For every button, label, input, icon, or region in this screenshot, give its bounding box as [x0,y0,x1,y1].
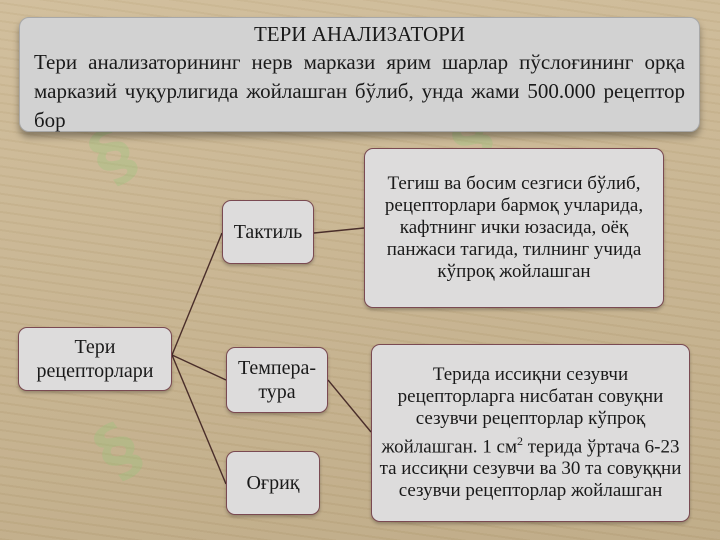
header-panel: ТЕРИ АНАЛИЗАТОРИ Тери анализаторининг не… [19,17,700,132]
tactile-description: Тегиш ва босим сезгиси бўлиб, рецепторла… [364,148,664,308]
root-node: Тери рецепторлари [18,327,172,391]
tactile-description-text: Тегиш ва босим сезгиси бўлиб, рецепторла… [384,173,644,282]
connector-temperature-desc [327,379,372,433]
header-title: ТЕРИ АНАЛИЗАТОРИ [253,22,466,46]
branch-temperature-label-line1: Темпера- [237,357,317,379]
header-text: Тери анализаторининг нерв маркази ярим ш… [34,50,685,132]
temperature-description-part2: терида ўртача 6-23 та иссиқни сезувчи ва… [379,436,682,502]
branch-temperature: Темпера- тура [226,347,328,413]
branch-pain-label: Оғриқ [246,472,300,494]
root-node-label-line1: Тери [74,336,116,358]
branch-tactile-label: Тактиль [233,221,303,243]
temperature-description-part1: Терида иссиқни сезувчи рецепторларга нис… [381,363,664,458]
temperature-description: Терида иссиқни сезувчи рецепторларга нис… [371,344,690,522]
temperature-description-sup: 2 [516,433,523,448]
connector-tactile-desc [313,227,365,234]
connector-root-pain [171,354,227,485]
connector-root-temperature [171,354,227,381]
connector-root-tactile [171,232,223,356]
branch-temperature-label-line2: тура [258,381,296,403]
temperature-description-text: Терида иссиқни сезувчи рецепторларга нис… [378,364,683,502]
branch-pain: Оғриқ [226,451,320,515]
branch-tactile: Тактиль [222,200,314,264]
root-node-label-line2: рецепторлари [36,360,154,382]
